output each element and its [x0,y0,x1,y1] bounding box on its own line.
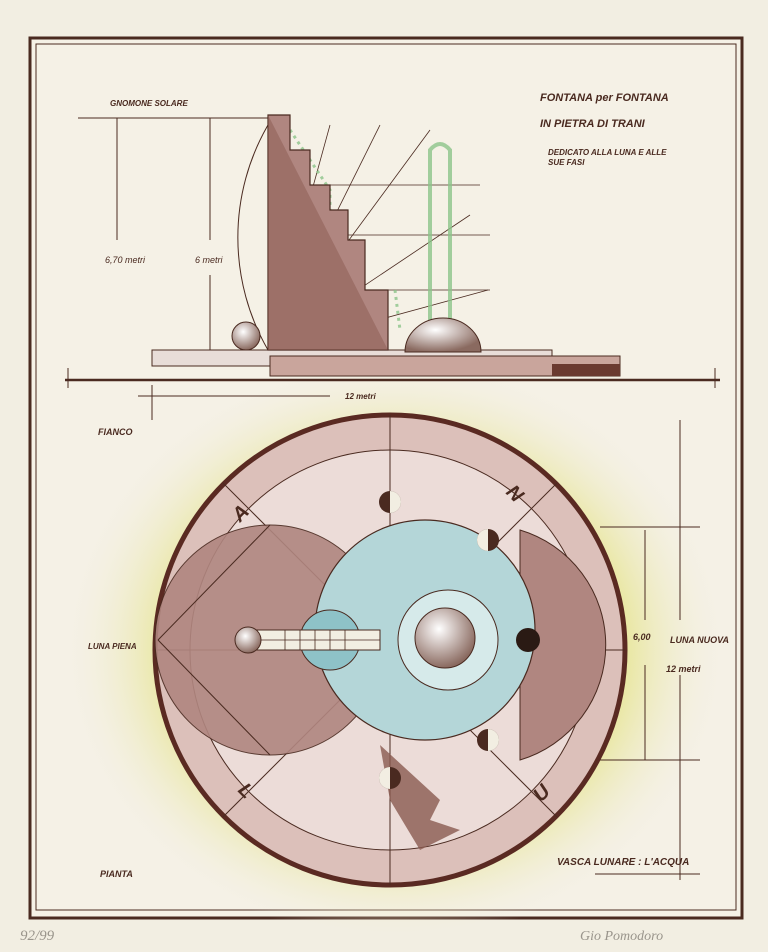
width-dim: 12 metri [345,392,376,401]
dome [404,317,482,353]
plan-view: A N U L [152,412,700,888]
edition-number: 92/99 [20,928,55,944]
dedication-line-2: SUE FASI [548,158,585,167]
diameter-dim: 12 metri [666,664,701,674]
height-gnomon: 6 metri [195,255,224,265]
title-line-2: IN PIETRA DI TRANI [540,118,646,130]
new-moon-label: LUNA NUOVA [670,635,729,645]
elevation-view [65,114,720,420]
gnomon-label: GNOMONE SOLARE [110,99,188,108]
water-jet [428,142,452,330]
title-line-1: FONTANA per FONTANA [540,92,669,104]
radius-dim: 6,00 [633,632,651,642]
dedication-line-1: DEDICATO ALLA LUNA E ALLE [548,148,667,157]
plan-label: PIANTA [100,869,133,879]
full-moon-label: LUNA PIENA [88,642,137,651]
elevation-label: FIANCO [98,427,133,437]
basin-label: VASCA LUNARE : L'ACQUA [557,857,689,868]
moon-phases [379,491,540,789]
height-total: 6,70 metri [105,255,146,265]
artist-signature: Gio Pomodoro [580,929,663,944]
